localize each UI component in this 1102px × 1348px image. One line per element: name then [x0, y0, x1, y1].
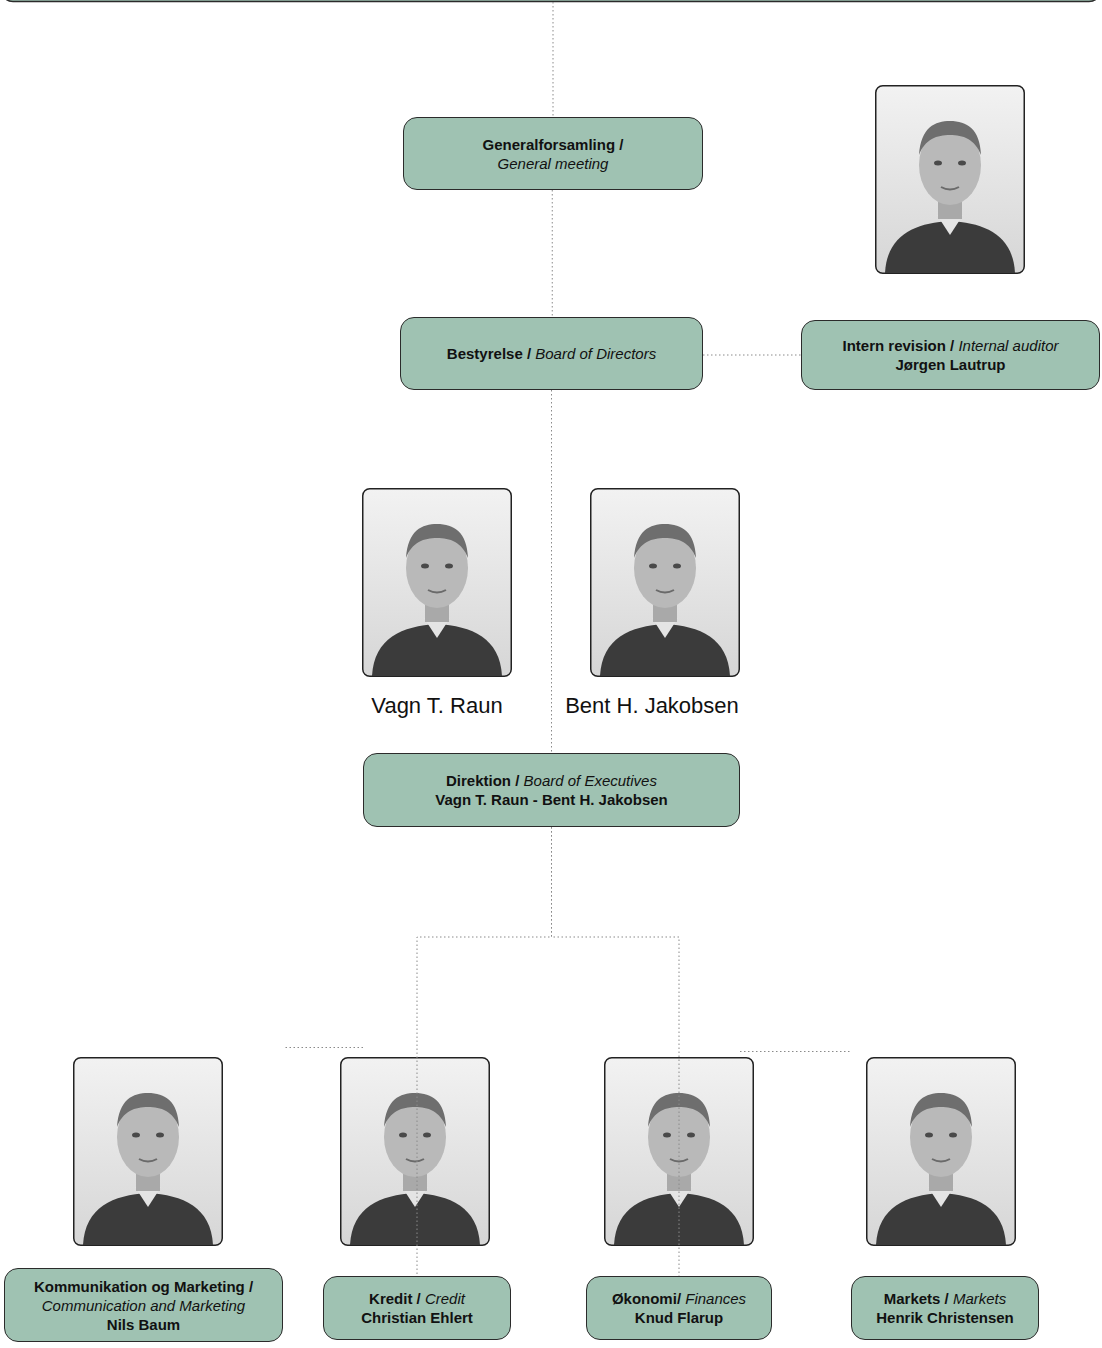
english-title: Finances: [685, 1290, 746, 1307]
banner-link: [553, 2, 554, 117]
box-content: Økonomi/FinancesKnud Flarup: [612, 1289, 746, 1327]
box-content: Intern revision /Internal auditorJørgen …: [843, 336, 1059, 374]
box-text: Intern revision /: [843, 337, 955, 354]
box-text: Christian Ehlert: [361, 1309, 473, 1326]
portrait-photo: [74, 1058, 223, 1246]
box-content: Kommunikation og Marketing / Communicatio…: [34, 1277, 253, 1334]
text-line: General meeting: [498, 154, 609, 173]
org-box: Økonomi/FinancesKnud Flarup: [586, 1276, 772, 1340]
box-content: Kredit /CreditChristian Ehlert: [361, 1289, 473, 1327]
text-line: Økonomi/Finances: [612, 1289, 746, 1308]
org-box: Kommunikation og Marketing / Communicatio…: [4, 1268, 283, 1342]
english-title: Communication and Marketing: [42, 1297, 245, 1314]
box-content: Markets /MarketsHenrik Christensen: [876, 1289, 1014, 1327]
text-line: Jørgen Lautrup: [895, 355, 1005, 374]
text-line: Vagn T. Raun - Bent H. Jakobsen: [435, 790, 668, 809]
reporting-line: [703, 355, 801, 356]
reporting-line: [551, 390, 552, 753]
box-text: Økonomi/: [612, 1290, 681, 1307]
text-line: Communication and Marketing: [42, 1296, 245, 1315]
box-text: Henrik Christensen: [876, 1309, 1014, 1326]
portrait-photo: [363, 489, 512, 677]
person-name: Bent H. Jakobsen: [561, 693, 743, 719]
text-line: Bestyrelse /Board of Directors: [447, 344, 656, 363]
text-line: Henrik Christensen: [876, 1308, 1014, 1327]
org-box: Bestyrelse /Board of Directors: [400, 317, 703, 390]
english-title: Markets: [953, 1290, 1006, 1307]
box-text: Kredit /: [369, 1290, 421, 1307]
box-text: Vagn T. Raun - Bent H. Jakobsen: [435, 791, 668, 808]
text-line: Direktion / Board of Executives: [446, 771, 657, 790]
text-line: Kommunikation og Marketing /: [34, 1277, 253, 1296]
text-line: Nils Baum: [107, 1315, 180, 1334]
box-text: Bestyrelse /: [447, 345, 531, 362]
box-content: Bestyrelse /Board of Directors: [447, 344, 656, 363]
box-text: Jørgen Lautrup: [895, 356, 1005, 373]
text-line: Intern revision /Internal auditor: [843, 336, 1059, 355]
text-line: Generalforsamling /: [483, 135, 624, 154]
english-title: Board of Directors: [535, 345, 656, 362]
org-box: Kredit /CreditChristian Ehlert: [323, 1276, 511, 1340]
portrait-photo: [876, 86, 1025, 274]
reporting-line: [552, 827, 680, 1276]
reporting-line: [740, 1051, 851, 1052]
reporting-line: [283, 1047, 363, 1048]
box-text: Knud Flarup: [635, 1309, 723, 1326]
box-text: Nils Baum: [107, 1316, 180, 1333]
english-title: Board of Executives: [524, 772, 657, 789]
box-text: Markets /: [884, 1290, 949, 1307]
box-content: Direktion / Board of ExecutivesVagn T. Ra…: [435, 771, 668, 809]
org-box: Intern revision /Internal auditorJørgen …: [801, 320, 1100, 390]
person-name: Vagn T. Raun: [367, 693, 506, 719]
org-box: Direktion / Board of ExecutivesVagn T. Ra…: [363, 753, 740, 827]
text-line: Knud Flarup: [635, 1308, 723, 1327]
org-box: Markets /MarketsHenrik Christensen: [851, 1276, 1039, 1340]
portrait-photo: [591, 489, 740, 677]
reporting-line: [417, 827, 552, 1276]
text-line: Christian Ehlert: [361, 1308, 473, 1327]
english-title: Credit: [425, 1290, 465, 1307]
english-title: General meeting: [498, 155, 609, 172]
portrait-photo: [867, 1058, 1016, 1246]
box-text: Direktion /: [446, 772, 519, 789]
english-title: Internal auditor: [958, 337, 1058, 354]
portrait-photo: [341, 1058, 490, 1246]
text-line: Kredit /Credit: [369, 1289, 465, 1308]
box-content: Generalforsamling / General meeting: [483, 135, 624, 173]
top-banner: [1, 0, 1101, 2]
reporting-line: [552, 190, 553, 317]
org-box: Generalforsamling / General meeting: [403, 117, 703, 190]
box-text: Kommunikation og Marketing /: [34, 1278, 253, 1295]
text-line: Markets /Markets: [884, 1289, 1007, 1308]
box-text: Generalforsamling /: [483, 136, 624, 153]
